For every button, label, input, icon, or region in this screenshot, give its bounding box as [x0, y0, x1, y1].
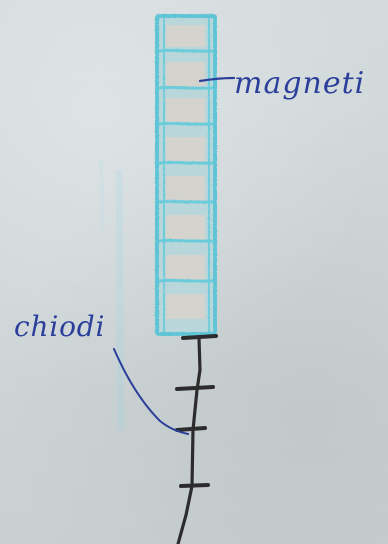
nail-head — [177, 387, 213, 389]
nail-head — [183, 336, 216, 338]
magnet-segment-core — [166, 25, 205, 47]
magnet-segment — [160, 255, 212, 281]
magnet-segment — [160, 215, 212, 241]
magnet-segment-core — [166, 255, 205, 280]
magnet-segment-divider — [160, 280, 212, 281]
magnet-segment-core — [166, 98, 205, 123]
magnet-label-group: magneti — [200, 66, 365, 101]
nail-shaft — [178, 338, 200, 544]
magnet-segment — [160, 176, 212, 202]
magnet-segment-core — [166, 294, 205, 319]
magnet-segment — [160, 98, 212, 124]
magnet-segment-divider — [160, 162, 212, 163]
magnet-segment-divider — [160, 201, 212, 202]
magnet-segment-divider — [160, 87, 212, 88]
magnet-segment-divider — [160, 50, 212, 51]
magnet-segment-divider — [160, 240, 212, 241]
magnet-segment-core — [166, 176, 205, 201]
nail-head — [181, 485, 208, 486]
magnet-segment-divider — [160, 123, 212, 124]
magnet-segment-core — [166, 62, 205, 87]
nail-head — [177, 428, 205, 430]
nail-tip — [180, 515, 186, 536]
background-smear — [101, 160, 121, 430]
nail-label: chiodi — [14, 310, 105, 343]
magnet-segment — [160, 137, 212, 163]
magnet-segment-core — [166, 137, 205, 162]
nail-group — [178, 338, 200, 544]
magnet-segment — [166, 294, 205, 319]
magnet-segment-core — [166, 215, 205, 240]
magnet-label: magneti — [234, 66, 365, 101]
nail-leader-line — [114, 349, 188, 434]
magnet-segment — [160, 62, 212, 88]
